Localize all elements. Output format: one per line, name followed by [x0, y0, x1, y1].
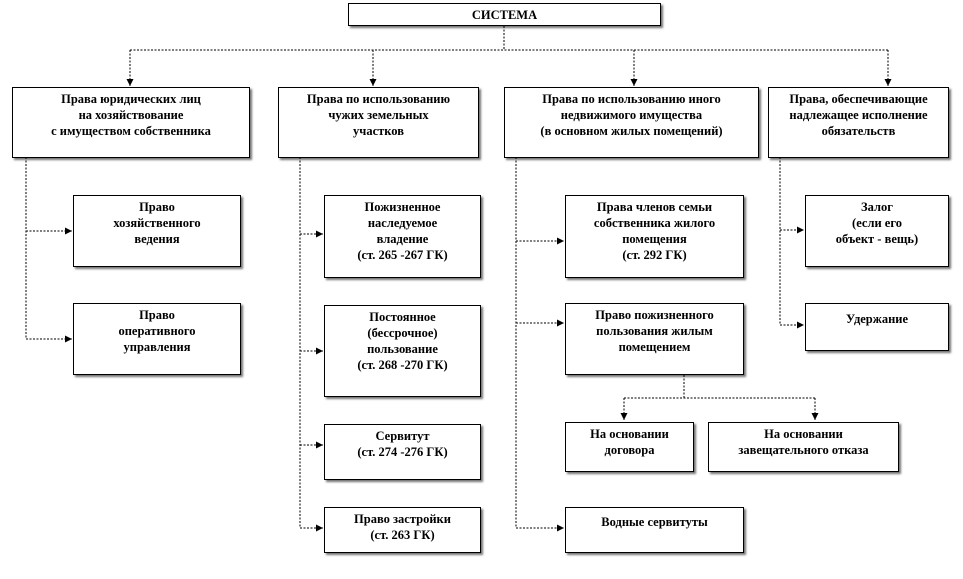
item-line: завещательного отказа: [738, 443, 869, 457]
item-line: Сервитут: [375, 429, 430, 443]
item-line: (бессрочное): [367, 326, 438, 340]
item-line: Пожизненное: [364, 200, 441, 214]
item-line: (если его: [852, 216, 902, 230]
col4-header-box: Права, обеспечивающие надлежащее исполне…: [768, 87, 949, 158]
item-line: договора: [604, 443, 655, 457]
item-line: наследуемое: [367, 216, 438, 230]
item-line: объект - вещь): [835, 232, 919, 246]
col3-header-line: (в основном жилых помещений): [540, 124, 723, 138]
item-line: Право пожизненного: [595, 308, 714, 322]
item-line: владение: [376, 232, 429, 246]
item-line: Удержание: [845, 312, 909, 326]
col4-header-line: обязательств: [821, 124, 896, 138]
item-line: На основании: [764, 427, 843, 441]
item-line: На основании: [590, 427, 669, 441]
col3-item-prava-chlenov-semi: Права членов семьи собственника жилого п…: [565, 195, 744, 278]
col1-item-khozyaistvennoe-vedenie: Право хозяйственного ведения: [73, 195, 241, 267]
col4-header-line: Права, обеспечивающие: [789, 92, 928, 106]
col2-item-pozhiznennoe-vladenie: Пожизненное наследуемое владение (ст. 26…: [324, 195, 481, 278]
item-line: (ст. 265 -267 ГК): [357, 248, 448, 262]
item-line: Залог: [861, 200, 893, 214]
item-line: Право застройки: [354, 512, 451, 526]
col4-item-zalog: Залог (если его объект - вещь): [805, 195, 949, 267]
item-line: Постоянное: [369, 310, 436, 324]
col1-header-line: Права юридических лиц: [61, 92, 201, 106]
col2-header-box: Права по использованию чужих земельных у…: [278, 87, 479, 158]
item-line: хозяйственного: [113, 216, 201, 230]
col3-sub-item-zaveshchatelnyi-otkaz: На основании завещательного отказа: [708, 422, 899, 472]
col3-header-line: Права по использованию иного: [542, 92, 721, 106]
item-line: ведения: [134, 232, 180, 246]
col1-header-box: Права юридических лиц на хозяйствование …: [12, 87, 250, 158]
col3-sub-item-dogovor: На основании договора: [565, 422, 694, 472]
item-line: (ст. 268 -270 ГК): [357, 358, 448, 372]
root-label: СИСТЕМА: [471, 7, 538, 22]
col3-item-vodnye-servituty: Водные сервитуты: [565, 507, 744, 553]
col2-item-postoyannoe-polzovanie: Постоянное (бессрочное) пользование (ст.…: [324, 305, 481, 397]
item-line: Право: [139, 200, 175, 214]
col1-item-operativnoe-upravlenie: Право оперативного управления: [73, 303, 241, 375]
item-line: Права членов семьи: [596, 200, 713, 214]
item-line: (ст. 263 ГК): [370, 528, 435, 542]
col2-header-line: чужих земельных: [328, 108, 429, 122]
col4-header-line: надлежащее исполнение: [789, 108, 928, 122]
col1-header-line: с имуществом собственника: [51, 124, 211, 138]
col4-item-uderzhanie: Удержание: [805, 303, 949, 351]
item-line: управления: [123, 340, 191, 354]
item-line: помещения: [622, 232, 687, 246]
col3-header-box: Права по использованию иного недвижимого…: [504, 87, 759, 158]
col3-item-pozhiznennoe-polzovanie: Право пожизненного пользования жилым пом…: [565, 303, 744, 375]
item-line: (ст. 292 ГК): [622, 248, 687, 262]
col2-header-line: участков: [353, 124, 404, 138]
col2-item-servitut: Сервитут (ст. 274 -276 ГК): [324, 424, 481, 480]
col2-header-line: Права по использованию: [306, 92, 451, 106]
item-line: собственника жилого: [593, 216, 716, 230]
col1-header-line: на хозяйствование: [78, 108, 184, 122]
item-line: Водные сервитуты: [601, 515, 708, 529]
root-box: СИСТЕМА: [348, 3, 661, 26]
item-line: пользования жилым: [596, 324, 713, 338]
col3-header-line: недвижимого имущества: [560, 108, 703, 122]
item-line: Право: [139, 308, 175, 322]
col2-item-pravo-zastroiki: Право застройки (ст. 263 ГК): [324, 507, 481, 553]
item-line: помещением: [618, 340, 691, 354]
item-line: пользование: [367, 342, 438, 356]
item-line: (ст. 274 -276 ГК): [357, 445, 448, 459]
item-line: оперативного: [118, 324, 196, 338]
